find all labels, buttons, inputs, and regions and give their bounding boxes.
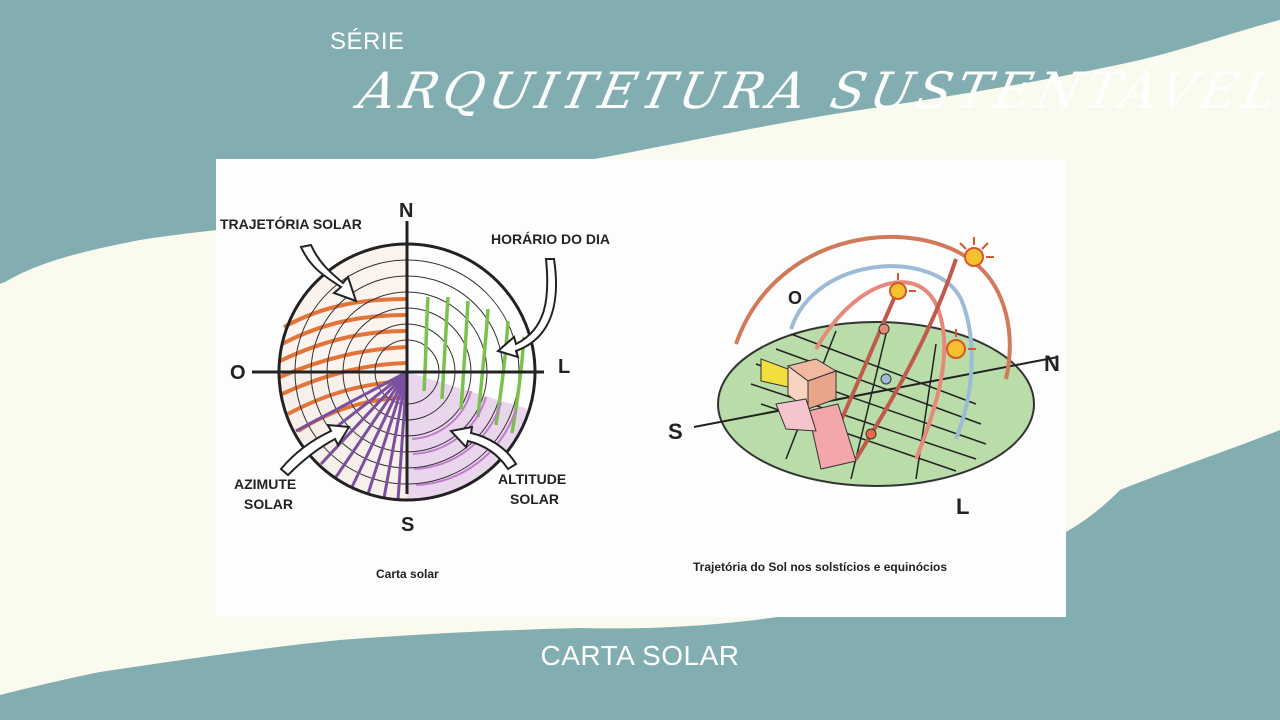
label-altitude-1: ALTITUDE (498, 471, 566, 487)
series-name: ARQUITETURA SUSTENTÁVEL (353, 62, 1280, 120)
sunpath-east-label: L (956, 494, 969, 519)
label-trajetoria-solar: TRAJETÓRIA SOLAR (220, 215, 362, 232)
label-azimute-2: SOLAR (244, 496, 293, 512)
chart-caption: Carta solar (376, 567, 439, 581)
series-label: SÉRIE (330, 28, 405, 55)
sun-path-3d: O N S L Trajetória do Sol nos solstícios… (668, 234, 1060, 574)
sunpath-caption: Trajetória do Sol nos solstícios e equin… (693, 560, 947, 574)
sunpath-south-label: S (668, 419, 683, 444)
diagram-panel: N S O L TRAJETÓRIA SOLAR HORÁRIO DO DIA … (216, 159, 1066, 617)
footer-title: CARTA SOLAR (540, 640, 740, 671)
chart-south-label: S (401, 514, 414, 536)
solar-chart: N S O L TRAJETÓRIA SOLAR HORÁRIO DO DIA … (220, 200, 610, 581)
label-altitude-2: SOLAR (510, 491, 559, 507)
diagram-illustration: N S O L TRAJETÓRIA SOLAR HORÁRIO DO DIA … (220, 200, 1060, 581)
label-horario-do-dia: HORÁRIO DO DIA (491, 231, 610, 247)
chart-east-label: L (558, 356, 570, 378)
chart-north-label: N (399, 200, 413, 222)
callout-arrows (279, 243, 557, 477)
chart-west-label: O (230, 362, 246, 384)
label-azimute-1: AZIMUTE (234, 476, 296, 492)
sunpath-north-label: N (1044, 351, 1060, 376)
sun-icon (889, 237, 994, 359)
sunpath-west-label: O (788, 288, 802, 308)
